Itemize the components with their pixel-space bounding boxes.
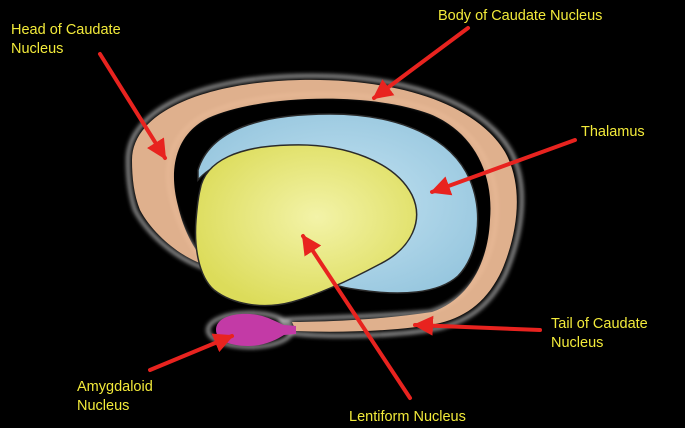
- label-amygdaloid: Amygdaloid Nucleus: [77, 378, 153, 416]
- label-head-of-caudate: Head of Caudate Nucleus: [11, 21, 121, 59]
- label-lentiform: Lentiform Nucleus: [349, 408, 466, 427]
- label-tail-of-caudate-line2: Nucleus: [551, 334, 648, 353]
- label-thalamus: Thalamus: [581, 123, 645, 142]
- arrow-amygdaloid: [150, 336, 232, 370]
- label-amygdaloid-line2: Nucleus: [77, 397, 153, 416]
- label-head-of-caudate-line2: Nucleus: [11, 40, 121, 59]
- label-tail-of-caudate-line1: Tail of Caudate: [551, 315, 648, 334]
- label-body-of-caudate: Body of Caudate Nucleus: [438, 7, 602, 26]
- label-tail-of-caudate: Tail of Caudate Nucleus: [551, 315, 648, 353]
- label-amygdaloid-line1: Amygdaloid: [77, 378, 153, 397]
- arrow-body-caudate: [374, 28, 468, 98]
- label-head-of-caudate-line1: Head of Caudate: [11, 21, 121, 40]
